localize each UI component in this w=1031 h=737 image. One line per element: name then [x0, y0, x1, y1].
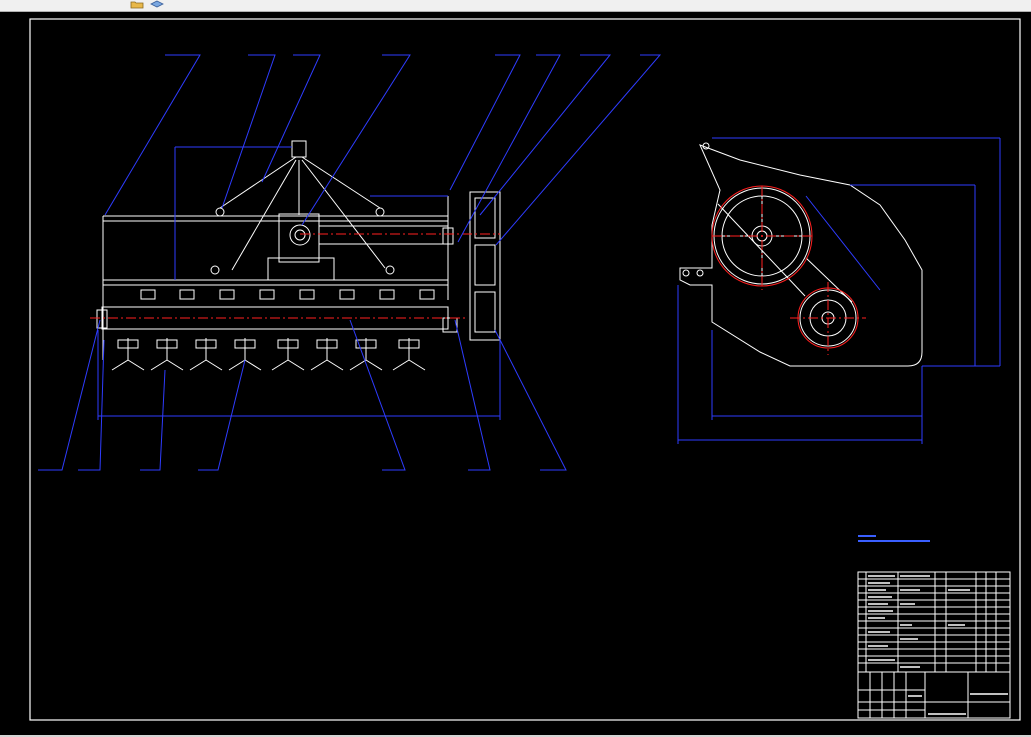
side-view-dimensions: [677, 137, 1001, 444]
application-toolbar: [0, 0, 1031, 12]
leader-callouts-top: [104, 54, 662, 246]
rotor-shaft: [90, 233, 500, 330]
layer-icon[interactable]: [150, 0, 164, 9]
technical-notes: [858, 535, 930, 542]
folder-icon[interactable]: [130, 0, 144, 9]
status-strip: [0, 735, 1031, 737]
title-block: [857, 571, 1011, 719]
side-view-centerlines: [711, 185, 866, 355]
title-block-entries: [868, 575, 1008, 715]
cad-model-space[interactable]: [0, 12, 1031, 735]
front-view: [38, 54, 662, 471]
side-view: [677, 137, 1001, 444]
tine-holders: [140, 289, 435, 300]
hitch-mast: [210, 140, 395, 275]
main-frame: [102, 196, 449, 360]
gearbox: [442, 191, 501, 341]
rotor-blades: [111, 338, 426, 371]
driven-pulley-small: [717, 203, 857, 347]
cad-drawing: [29, 18, 1021, 721]
leader-callouts-bottom: [38, 319, 567, 471]
side-housing: [679, 142, 923, 367]
front-view-dimensions: [97, 146, 501, 420]
drawing-frame: [29, 18, 1021, 721]
